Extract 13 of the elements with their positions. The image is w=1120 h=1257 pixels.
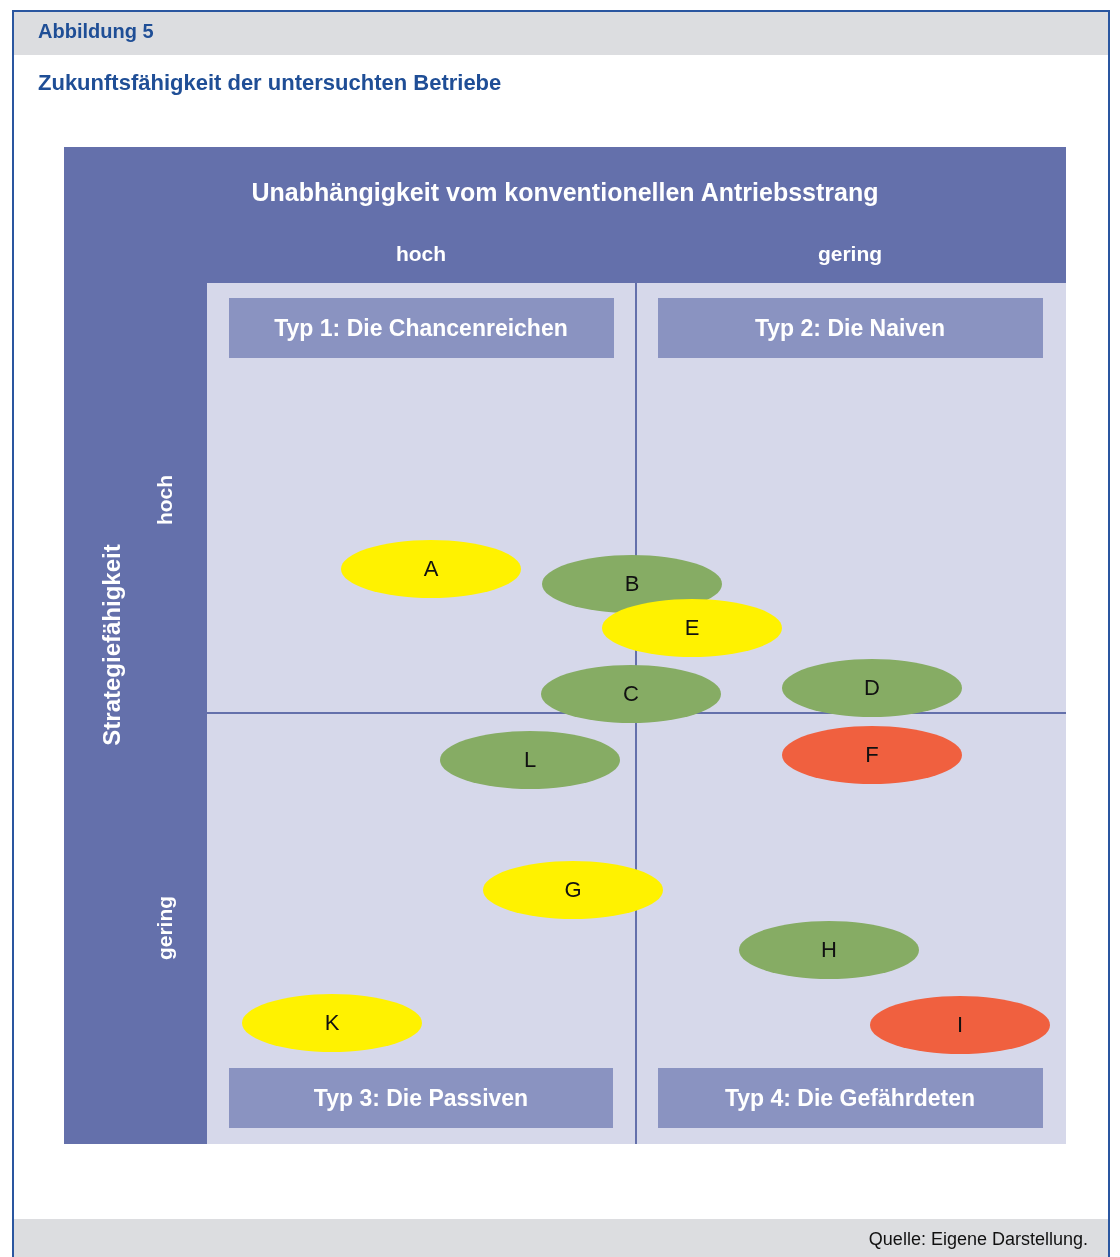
source-note: Quelle: Eigene Darstellung. bbox=[868, 1229, 1088, 1250]
type-label-box: Typ 1: Die Chancenreichen bbox=[228, 298, 614, 358]
type-label-box: Typ 3: Die Passiven bbox=[229, 1068, 613, 1128]
figure-number: Abbildung 5 bbox=[38, 20, 154, 43]
type-label-box: Typ 4: Die Gefährdeten bbox=[657, 1068, 1043, 1128]
type-label-box: Typ 2: Die Naiven bbox=[657, 298, 1043, 358]
axis-title: Unabhängigkeit vom konventionellen Antriebsstrang bbox=[251, 177, 879, 207]
axis-label: gering bbox=[153, 895, 177, 961]
figure-title: Zukunftsfähigkeit der untersuchten Betriebe bbox=[38, 70, 502, 96]
axis-label: gering bbox=[817, 242, 883, 266]
axis-label: hoch bbox=[395, 242, 447, 266]
axis-label: hoch bbox=[153, 474, 177, 526]
axis-title: Strategiefähigkeit bbox=[98, 544, 126, 746]
